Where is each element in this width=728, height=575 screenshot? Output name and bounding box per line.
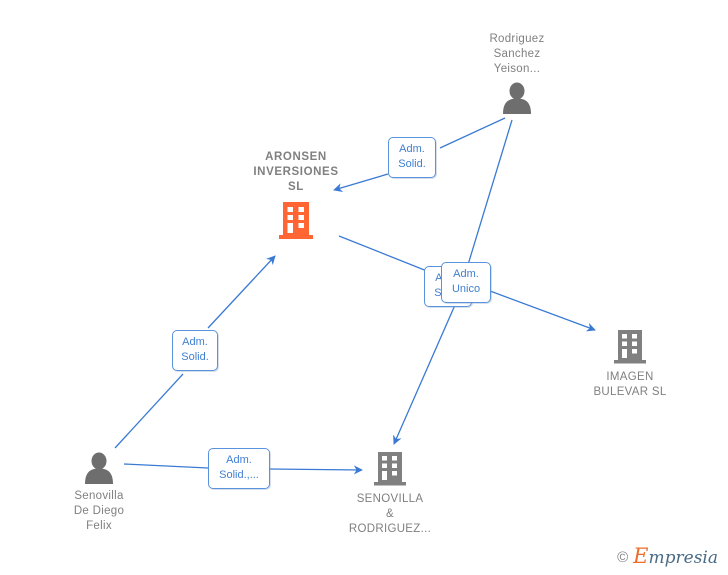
edge-senovilla-to-aronsen-b <box>207 255 276 329</box>
empresia-logo: Empresia <box>633 546 719 568</box>
edge-label-rodriguez-senovillarodriguez[interactable]: Adm. Unico <box>441 262 491 303</box>
edge-rodriguez-to-senovillarodriguez-a <box>466 119 513 269</box>
edge-label-rodriguez-aronsen[interactable]: Adm. Solid. <box>388 137 436 178</box>
node-label-rodriguez-sanchez: Rodriguez Sanchez Yeison... <box>489 33 545 75</box>
edge-rodriguez-to-aronsen-a <box>439 117 506 149</box>
node-imagen-bulevar[interactable]: IMAGEN BULEVAR SL <box>565 328 695 400</box>
node-label-senovilla-rodriguez: SENOVILLA & RODRIGUEZ... <box>348 493 432 535</box>
person-icon <box>82 452 116 484</box>
edge-label-senovilla-aronsen[interactable]: Adm. Solid. <box>172 330 218 371</box>
edge-rodriguez-to-senovillarodriguez-b <box>393 304 456 445</box>
node-rodriguez-sanchez-yeison[interactable]: Rodriguez Sanchez Yeison... <box>452 32 582 114</box>
edge-label-senovilla-senovillarodriguez[interactable]: Adm. Solid.,... <box>208 448 270 489</box>
person-icon <box>500 82 534 114</box>
node-label-senovilla-de-diego: Senovilla De Diego Felix <box>73 490 125 532</box>
building-icon <box>373 450 407 487</box>
node-label-imagen-bulevar: IMAGEN BULEVAR SL <box>593 371 667 398</box>
node-label-aronsen: ARONSEN INVERSIONES SL <box>253 151 339 193</box>
edge-senovilla-to-senovillarodriguez-a <box>123 463 209 469</box>
empresia-logo-rest: mpresia <box>648 548 719 568</box>
empresia-logo-initial: E <box>633 544 649 568</box>
edge-aronsen-to-imagen-a <box>338 235 438 276</box>
edge-senovilla-to-aronsen-a <box>114 373 184 449</box>
node-aronsen-inversiones[interactable]: ARONSEN INVERSIONES SL <box>231 150 361 240</box>
edge-senovilla-to-senovillarodriguez-b <box>268 465 363 475</box>
building-icon <box>613 328 647 365</box>
building-icon <box>277 200 315 240</box>
empresia-watermark: © Empresia <box>617 546 719 568</box>
copyright-symbol: © <box>617 549 629 566</box>
edge-aronsen-to-imagen-b <box>481 287 596 332</box>
node-senovilla-rodriguez[interactable]: SENOVILLA & RODRIGUEZ... <box>325 450 455 537</box>
node-senovilla-de-diego-felix[interactable]: Senovilla De Diego Felix <box>34 452 164 534</box>
edge-rodriguez-to-aronsen-b <box>333 173 389 193</box>
